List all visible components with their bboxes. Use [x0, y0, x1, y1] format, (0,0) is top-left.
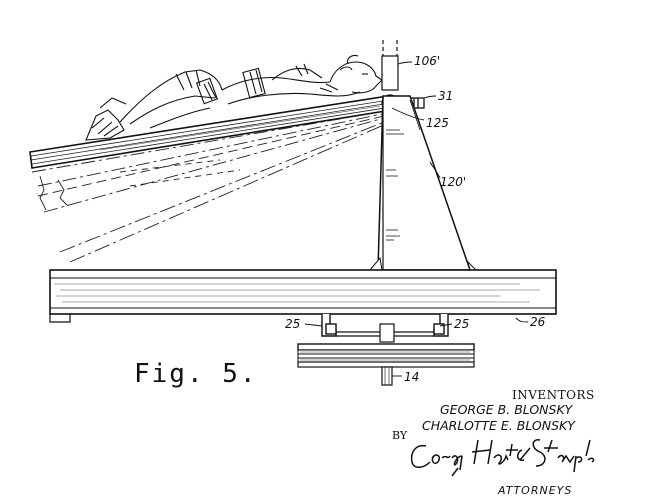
hanger-bracket-right [433, 314, 449, 337]
reference-numerals: 106' 31 125 120' 25 25 26 14 [285, 54, 546, 384]
leader-lines [304, 61, 529, 377]
figure-label: Fig. 5. [134, 359, 258, 389]
attorneys-label: ATTORNEYS [497, 484, 572, 497]
attorney-signature [410, 439, 595, 477]
ref-106: 106' [414, 54, 440, 68]
base-rail [49, 269, 557, 323]
reclining-person-outline [85, 54, 383, 141]
by-label: BY [392, 429, 408, 442]
platform-phantom-positions [31, 111, 387, 263]
ref-125: 125 [426, 116, 449, 130]
inventor-name-2: CHARLOTTE E. BLONSKY [422, 418, 576, 433]
ref-14: 14 [404, 370, 419, 384]
vertical-post [381, 40, 399, 91]
ref-25-right: 25 [454, 317, 469, 331]
reel-assembly [297, 323, 475, 386]
hanger-bracket-left [321, 314, 337, 337]
ref-25-left: 25 [285, 317, 300, 331]
inventors-block: INVENTORS GEORGE B. BLONSKY CHARLOTTE E.… [392, 388, 595, 442]
ref-120: 120' [440, 175, 466, 189]
tilted-platform [29, 95, 394, 169]
inventor-name-1: GEORGE B. BLONSKY [440, 402, 574, 417]
inventors-heading: INVENTORS [512, 388, 595, 402]
ref-26: 26 [530, 315, 546, 329]
ref-31: 31 [438, 89, 453, 103]
